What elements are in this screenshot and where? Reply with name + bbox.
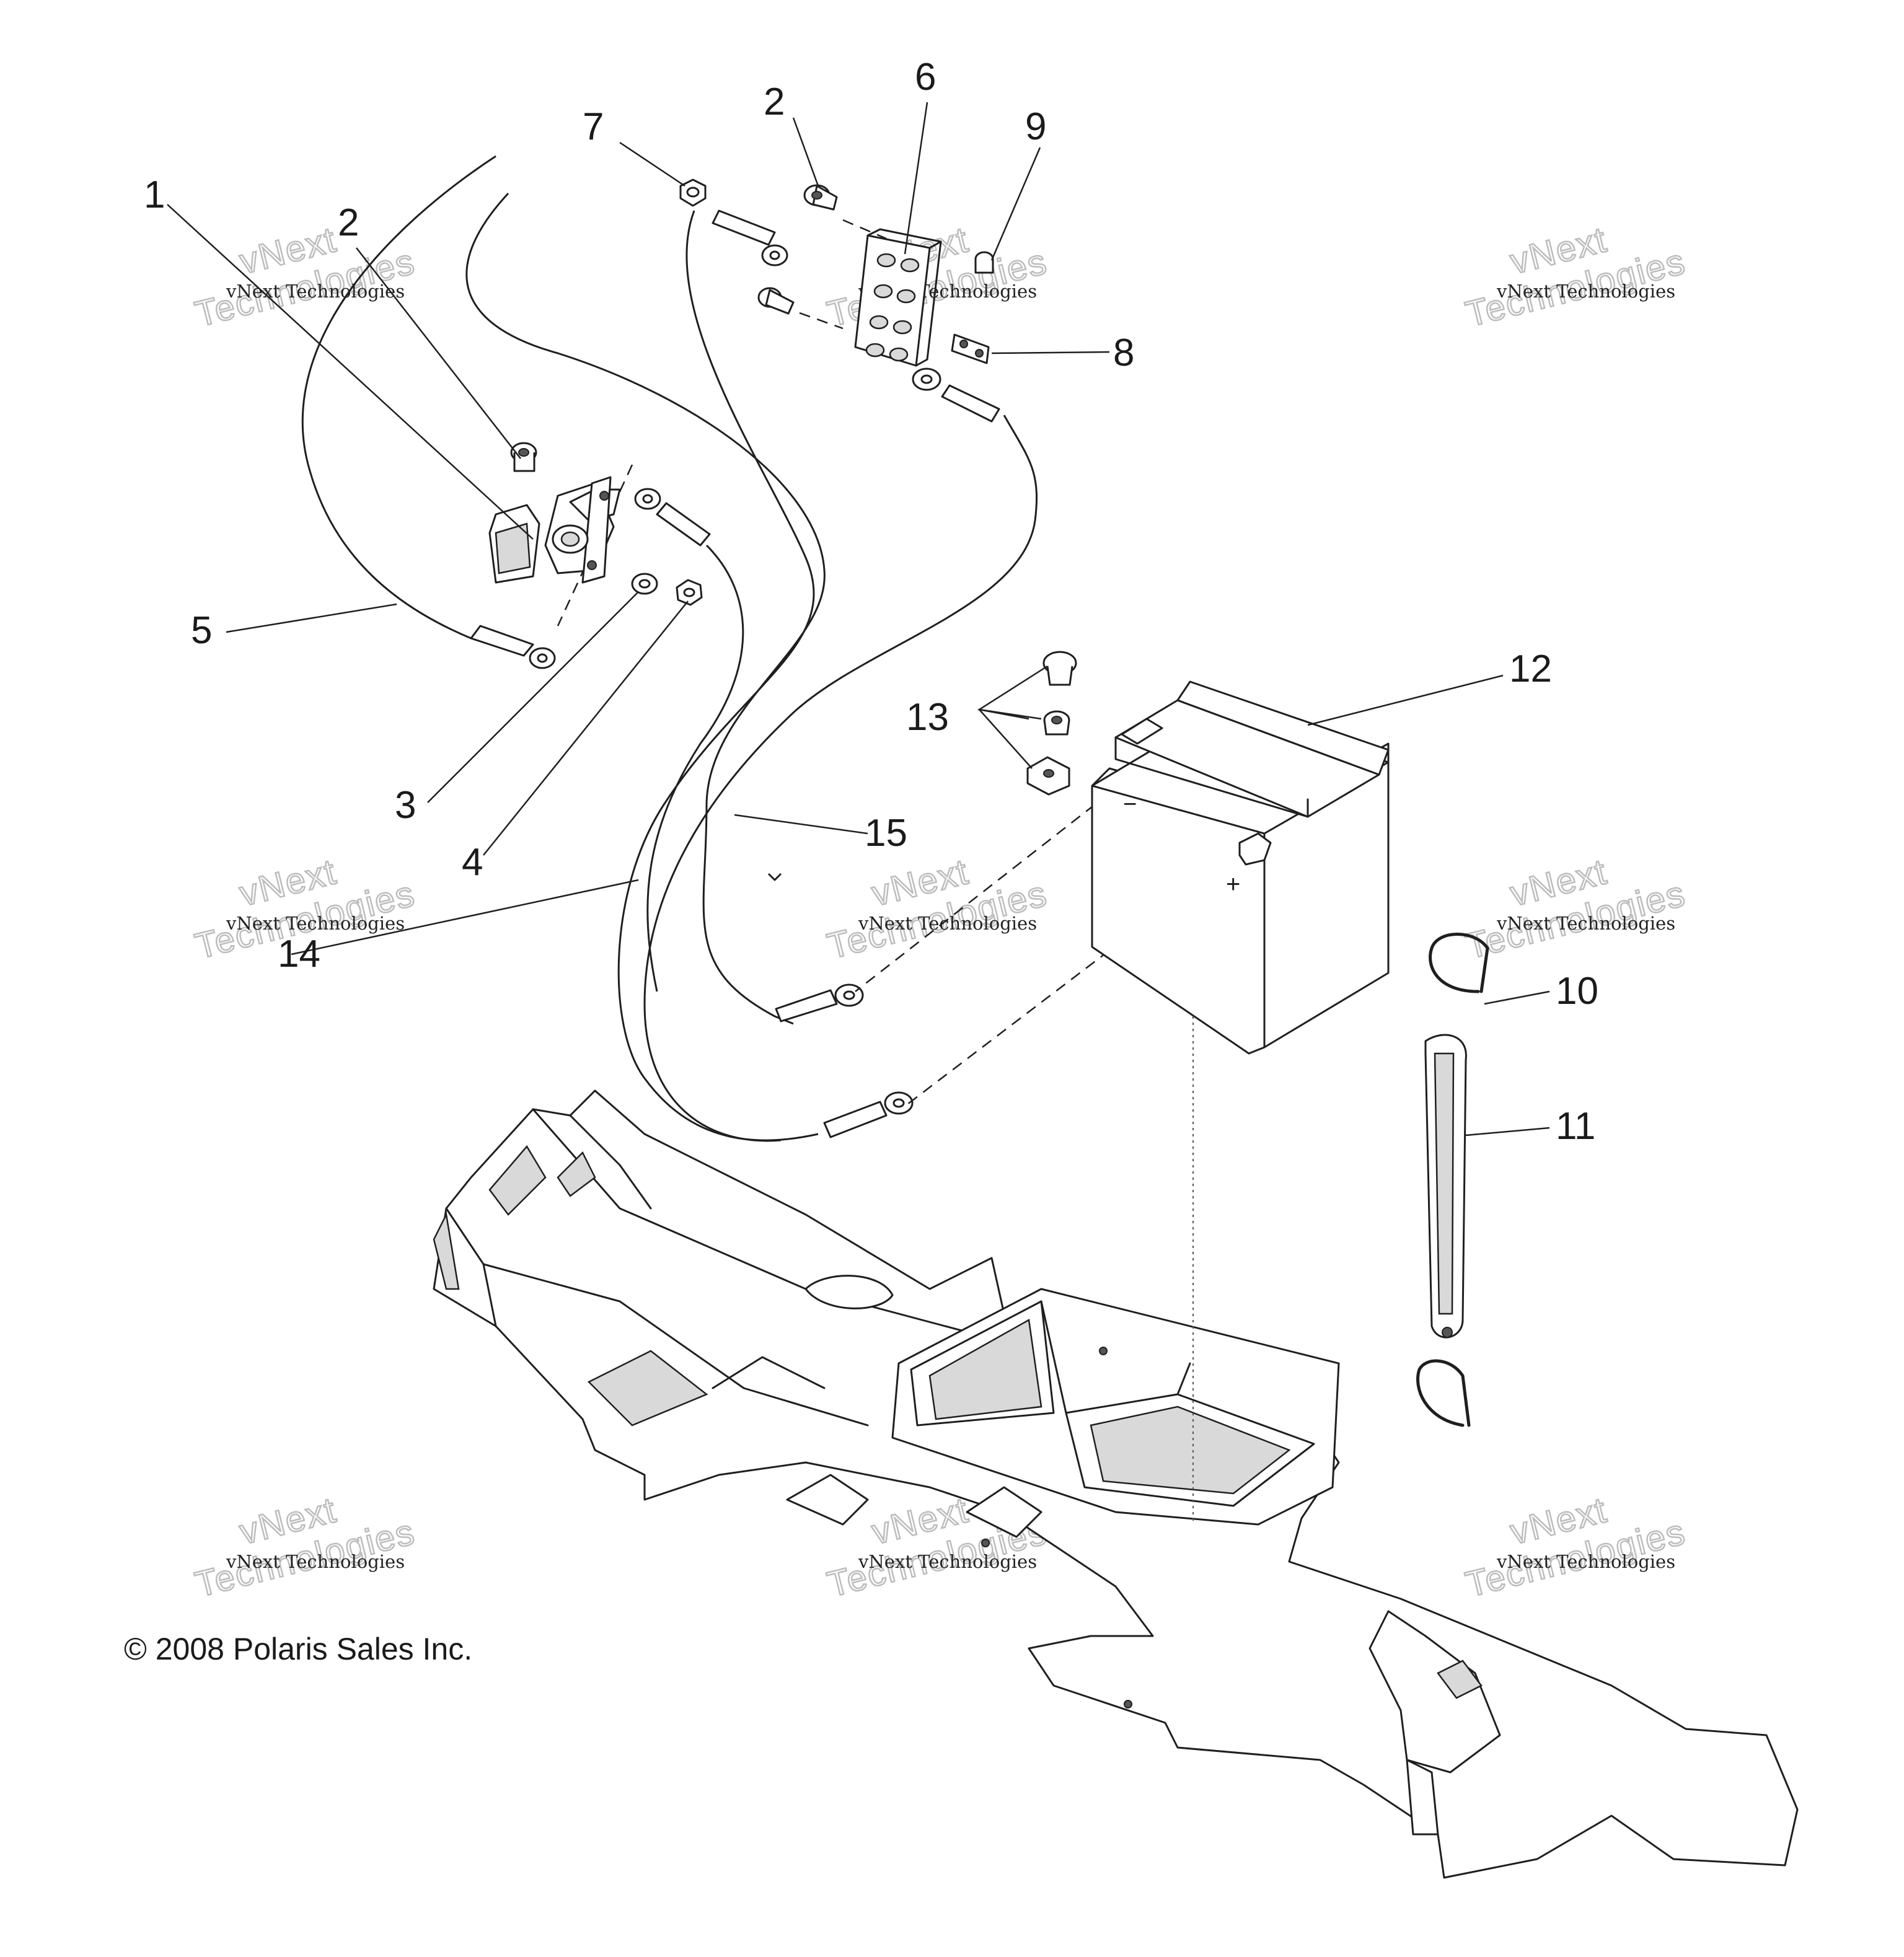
battery-tray [433, 1089, 1799, 1879]
callout-labels: 1 2 2 3 4 5 6 7 8 9 10 11 12 13 14 15 [144, 56, 1598, 1148]
cable-main-positive [643, 367, 1038, 1142]
callout-13: 13 [906, 696, 949, 739]
watermark: vNext Technologies vNext Technologies [190, 1489, 420, 1606]
terminal-block-6 [854, 228, 942, 367]
watermark-text: vNext Technologies [226, 1551, 405, 1572]
battery-12: − + [1091, 680, 1390, 1055]
watermark: vNext Technologies vNext Technologies [822, 850, 1052, 967]
watermark: vNext Technologies vNext Technologies [1461, 1489, 1690, 1606]
strap-11 [1424, 1034, 1467, 1339]
callout-1: 1 [144, 174, 165, 216]
watermark: vNext Technologies vNext Technologies [190, 218, 420, 335]
solenoid-1 [488, 476, 621, 584]
callout-10: 10 [1556, 970, 1598, 1013]
bolt-13 [1042, 651, 1077, 686]
copyright-notice: © 2008 Polaris Sales Inc. [124, 1632, 472, 1666]
watermark-text: vNext Technologies [226, 913, 405, 934]
upper-bolt-dash [799, 312, 844, 330]
cable-5 [301, 155, 556, 669]
callout-11: 11 [1556, 1105, 1595, 1148]
bolt-2-upper [803, 184, 838, 211]
bolt-left-mount [757, 287, 795, 315]
bolt-2-left [510, 442, 537, 472]
callout-3: 3 [395, 784, 416, 827]
watermark: vNext Technologies vNext Technologies [1461, 218, 1690, 335]
watermark-text: vNext Technologies [858, 913, 1037, 934]
watermark-text: vNext Technologies [858, 1551, 1037, 1572]
watermark-text: vNext Technologies [1496, 1551, 1675, 1572]
callout-2-upper: 2 [764, 81, 785, 123]
positive-terminal-mark: + [1226, 871, 1240, 898]
callout-9: 9 [1025, 105, 1046, 148]
callout-7: 7 [583, 105, 604, 148]
nut-7 [679, 178, 707, 207]
callout-4: 4 [462, 841, 483, 884]
negative-terminal-mark: − [1123, 791, 1137, 817]
nut-4 [676, 579, 703, 606]
leader-lines [167, 102, 1550, 1137]
nut-13 [1026, 756, 1070, 796]
watermark-text: vNext Technologies [226, 281, 405, 302]
hook-10-upper [1429, 933, 1489, 993]
spacer-13 [1043, 710, 1070, 736]
cable-14 [617, 209, 914, 1141]
positive-lead-line [904, 848, 1243, 1107]
watermark: vNext Technologies vNext Technologies [1461, 850, 1690, 967]
callout-6: 6 [915, 56, 936, 99]
negative-lead-line [855, 793, 1110, 992]
callout-2-left: 2 [338, 201, 359, 244]
upper-cable-dash [842, 219, 887, 240]
cable-ground [634, 488, 744, 992]
callout-5: 5 [191, 609, 212, 652]
callout-15: 15 [865, 812, 907, 855]
bolt-9 [974, 251, 994, 274]
callout-8: 8 [1113, 332, 1134, 374]
cable-15 [465, 192, 864, 1025]
callout-14: 14 [278, 933, 320, 975]
hook-10-lower [1416, 1359, 1471, 1427]
clip-8 [951, 333, 990, 364]
callout-12: 12 [1509, 648, 1552, 690]
watermark-text: vNext Technologies [1496, 281, 1675, 302]
watermark-text: vNext Technologies [1496, 913, 1675, 934]
washer-3 [631, 573, 658, 595]
